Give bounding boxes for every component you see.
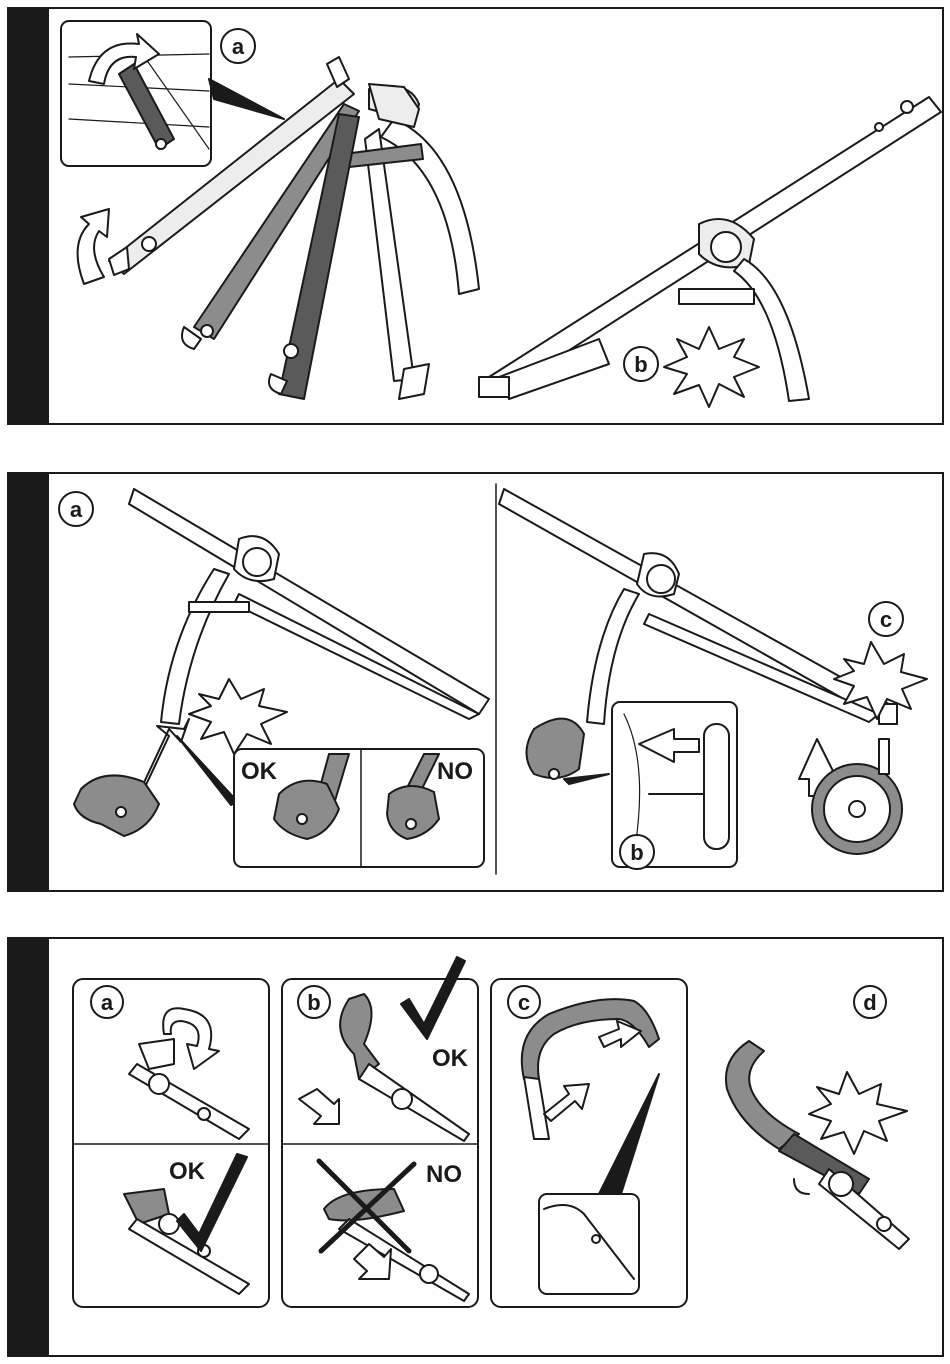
no-label-b: NO [426,1161,462,1188]
callout-b: b [620,835,654,869]
svg-text:d: d [863,990,876,1015]
callout-a: a [91,986,123,1018]
step-panel-3: a b c d OK OK NO [7,937,944,1357]
ok-label: OK [241,758,278,785]
panel-3-illustration: a b c d OK OK NO [9,939,944,1357]
panel-1-illustration: a b [9,9,944,425]
svg-text:c: c [518,990,530,1015]
wheel-assembly-frame-left [129,489,489,724]
panel-2-illustration: a c b OK NO [9,474,944,892]
callout-a: a [221,29,255,63]
ok-label-a: OK [169,1158,206,1185]
svg-text:b: b [630,840,643,865]
no-label: NO [437,758,473,785]
callout-c: c [508,986,540,1018]
svg-text:b: b [634,352,647,377]
svg-text:a: a [232,34,245,59]
svg-text:c: c [880,607,892,632]
handle-final [726,1041,909,1249]
svg-text:a: a [101,990,114,1015]
click-burst-icon [664,327,759,407]
callout-b: b [624,347,658,381]
click-burst-icon [809,1072,907,1154]
svg-text:b: b [307,990,320,1015]
handle-box-c [491,979,687,1307]
handle-box-a [73,979,269,1307]
rotate-arrow-icon [78,209,109,284]
callout-d: d [854,986,886,1018]
ok-label-b: OK [432,1045,469,1072]
svg-text:a: a [70,497,83,522]
callout-c: c [869,602,903,636]
step-panel-1: a b [7,7,944,425]
step-panel-2: a c b OK NO [7,472,944,892]
wheel-hub-left [74,775,159,836]
callout-b: b [298,986,330,1018]
callout-a: a [59,492,93,526]
click-burst-icon [189,679,287,754]
